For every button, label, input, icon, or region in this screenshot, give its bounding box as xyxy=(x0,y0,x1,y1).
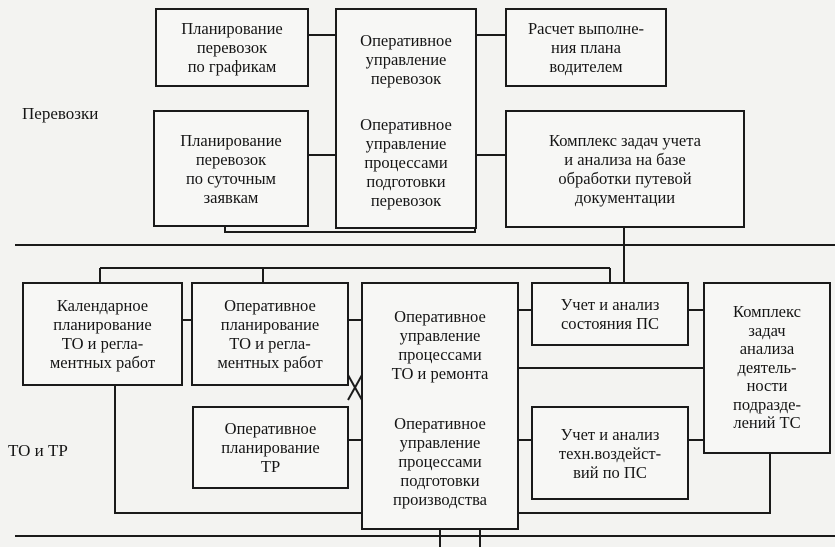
box-operational-management: Оперативное управление перевозок Операти… xyxy=(335,8,477,229)
box-label: Планирование перевозок по графикам xyxy=(181,19,283,76)
box-label: Учет и анализ техн.воздейст- вий по ПС xyxy=(558,424,662,482)
box-label: Учет и анализ состояния ПС xyxy=(560,295,660,333)
box-operational-planning-to: Оперативное планирование ТО и регла- мен… xyxy=(191,282,349,386)
box-operational-planning-tr: Оперативное планирование ТР xyxy=(192,406,349,489)
box-department-analysis: Комплекс задач анализа деятель- ности по… xyxy=(703,282,831,454)
box-label: Оперативное планирование ТР xyxy=(221,419,320,476)
box-calendar-planning: Календарное планирование ТО и регла- мен… xyxy=(22,282,183,386)
box-label: Комплекс задач анализа деятель- ности по… xyxy=(732,302,801,433)
box-label: Календарное планирование ТО и регла- мен… xyxy=(49,296,156,372)
section-label-maintenance: ТО и ТР xyxy=(8,441,68,460)
box-label: Оперативное планирование ТО и регла- мен… xyxy=(217,296,323,372)
box-label: Расчет выполне- ния плана водителем xyxy=(527,19,645,76)
box-plan-daily: Планирование перевозок по суточным заявк… xyxy=(153,110,309,227)
box-label-production: Оперативное управление процессами подгот… xyxy=(393,413,487,509)
box-driver-plan: Расчет выполне- ния плана водителем xyxy=(505,8,667,87)
box-tech-impact: Учет и анализ техн.воздейст- вий по ПС xyxy=(531,406,689,500)
box-label-to-repair: Оперативное управление процессами ТО и р… xyxy=(391,307,489,384)
box-label: Комплекс задач учета и анализа на базе о… xyxy=(549,131,701,207)
box-ps-state: Учет и анализ состояния ПС xyxy=(531,282,689,346)
section-label-transport: Перевозки xyxy=(22,104,99,123)
box-label-preparation: Оперативное управление процессами подгот… xyxy=(360,114,452,210)
box-operational-processes: Оперативное управление процессами ТО и р… xyxy=(361,282,519,530)
box-label-transport: Оперативное управление перевозок xyxy=(360,31,452,89)
box-label: Планирование перевозок по суточным заявк… xyxy=(180,130,282,207)
box-plan-schedule: Планирование перевозок по графикам xyxy=(155,8,309,87)
box-waybill-complex: Комплекс задач учета и анализа на базе о… xyxy=(505,110,745,228)
